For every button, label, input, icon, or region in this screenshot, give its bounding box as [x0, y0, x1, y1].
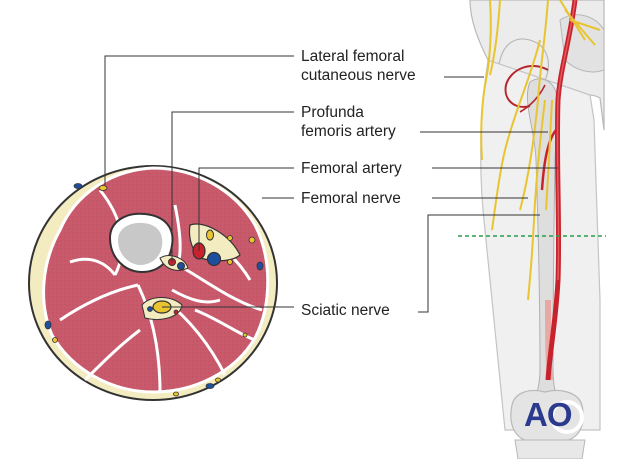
- label-femoral-artery: Femoral artery: [301, 160, 402, 177]
- tibia-top: [514, 439, 586, 459]
- femoral-vein-section: [206, 251, 222, 267]
- sciatic-vein-dot: [173, 309, 179, 315]
- subcutaneous-vessels: [44, 183, 264, 397]
- ao-logo: [550, 400, 584, 434]
- sciatic-artery-dot: [147, 306, 153, 312]
- femoral-nerve-section: [206, 229, 214, 241]
- label-femoral-nerve: Femoral nerve: [301, 190, 401, 207]
- femoral-artery-leg-highlight: [556, 0, 576, 281]
- muscle-septa: [59, 189, 263, 393]
- nerves-leg: [480, 0, 601, 301]
- ao-logo-text: AO: [524, 396, 572, 433]
- leader-lines: [104, 55, 558, 313]
- leg-illustration: [458, 0, 606, 459]
- label-profunda-line1: Profunda: [301, 104, 364, 121]
- label-lateral-femoral-line2: cutaneous nerve: [301, 67, 416, 84]
- label-profunda-femoris-artery: Profunda femoris artery: [301, 103, 396, 141]
- profunda-artery-leg: [540, 129, 558, 191]
- label-profunda-line2: femoris artery: [301, 123, 396, 140]
- thigh-cross-section: [28, 165, 278, 401]
- label-lateral-femoral-cutaneous-nerve: Lateral femoral cutaneous nerve: [301, 47, 416, 85]
- iliac-artery-branch: [519, 84, 546, 113]
- label-lateral-femoral-line1: Lateral femoral: [301, 48, 405, 65]
- profunda-vein-section: [177, 262, 185, 270]
- muscle-compartment: [42, 166, 270, 394]
- label-sciatic-nerve: Sciatic nerve: [301, 302, 390, 319]
- femur-marrow: [118, 222, 163, 265]
- saphenous-dot: [227, 259, 233, 265]
